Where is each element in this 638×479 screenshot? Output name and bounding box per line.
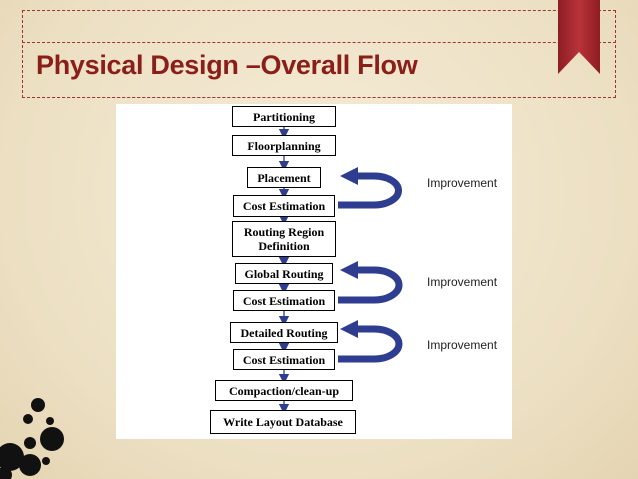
improvement-label: Improvement xyxy=(427,338,498,352)
flow-step-box: Routing Region Definition xyxy=(232,221,336,257)
title-band xyxy=(22,42,616,98)
flow-step-box: Placement xyxy=(247,167,321,188)
flow-step-box: Write Layout Database xyxy=(210,410,356,434)
improvement-loop-arrowhead xyxy=(340,320,358,338)
flow-diagram-canvas xyxy=(278,127,403,415)
flow-step-box: Compaction/clean-up xyxy=(215,380,353,401)
improvement-loop-arrowhead xyxy=(340,167,358,185)
flow-step-box: Cost Estimation xyxy=(233,195,335,217)
improvement-label: Improvement xyxy=(427,275,498,289)
improvement-loop-arrow xyxy=(338,325,403,363)
improvement-label: Improvement xyxy=(427,176,498,190)
flow-step-box: Floorplanning xyxy=(232,135,336,156)
bookmark-ribbon-icon xyxy=(558,0,600,74)
flow-step-box: Partitioning xyxy=(232,106,336,127)
improvement-loop-arrow xyxy=(338,172,402,209)
improvement-loop-arrow xyxy=(338,266,403,304)
slide-title: Physical Design –Overall Flow xyxy=(36,50,418,80)
flow-step-box: Global Routing xyxy=(235,263,333,284)
ink-splatter-icon xyxy=(0,398,64,479)
improvement-loop-arrowhead xyxy=(340,261,358,279)
flow-step-box: Cost Estimation xyxy=(233,349,335,370)
flow-step-box: Detailed Routing xyxy=(230,322,338,343)
flow-step-box: Cost Estimation xyxy=(233,290,335,311)
